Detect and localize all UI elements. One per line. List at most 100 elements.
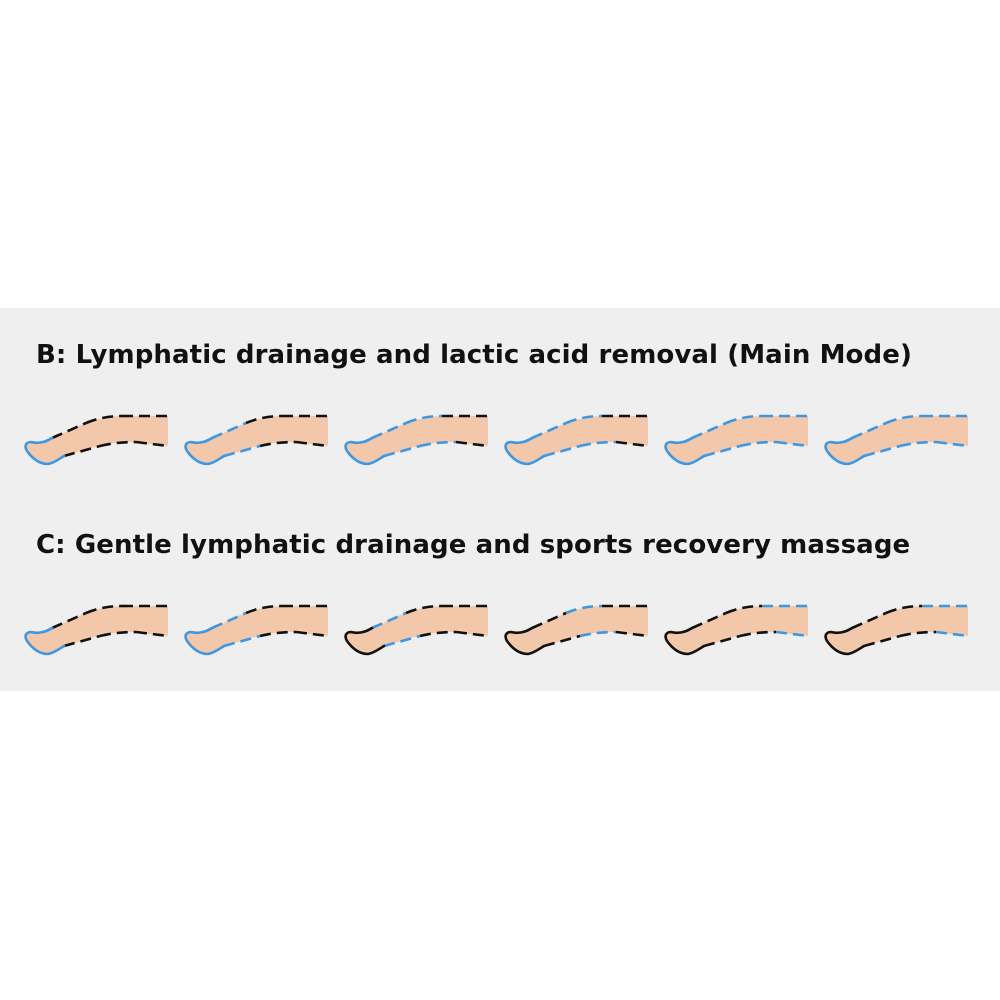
foot-chamber (664, 626, 706, 656)
leg-silhouette (344, 416, 488, 464)
lower-leg-chamber-top (211, 421, 247, 440)
foot-chamber (504, 436, 546, 466)
leg-icon (504, 414, 649, 466)
leg-icon (24, 604, 169, 656)
leg-icon (824, 414, 969, 466)
leg-icon (824, 604, 969, 656)
mode-b-sequence (22, 408, 982, 468)
knee-chamber-top (885, 604, 923, 615)
leg-step-1 (22, 598, 174, 658)
knee-chamber-bottom (99, 630, 137, 638)
thigh-chamber-bottom (135, 440, 169, 448)
lower-leg-chamber-bottom (223, 444, 261, 458)
foot-chamber (344, 436, 386, 466)
leg-silhouette (504, 606, 648, 654)
lower-leg-chamber-top (851, 611, 887, 630)
knee-chamber-top (885, 414, 923, 425)
leg-step-6 (822, 598, 974, 658)
foot-chamber (824, 626, 866, 656)
leg-icon (24, 414, 169, 466)
leg-icon (344, 414, 489, 466)
lower-leg-chamber-bottom (383, 444, 421, 458)
thigh-chamber-bottom (295, 630, 329, 638)
thigh-chamber-bottom (615, 630, 649, 638)
knee-chamber-bottom (259, 440, 297, 448)
knee-chamber-top (565, 604, 603, 615)
mode-b-title: B: Lymphatic drainage and lactic acid re… (36, 340, 912, 370)
lower-leg-chamber-top (851, 421, 887, 440)
thigh-chamber-bottom (135, 630, 169, 638)
leg-step-5 (662, 598, 814, 658)
thigh-chamber-bottom (775, 630, 809, 638)
foot-chamber (24, 626, 66, 656)
foot-chamber (504, 626, 546, 656)
mode-c-sequence (22, 598, 982, 658)
leg-icon (664, 604, 809, 656)
foot-chamber (824, 436, 866, 466)
foot-chamber (664, 436, 706, 466)
lower-leg-chamber-top (371, 611, 407, 630)
lower-leg-chamber-bottom (223, 634, 261, 648)
foot-chamber (344, 626, 386, 656)
leg-silhouette (24, 606, 169, 654)
knee-chamber-top (725, 414, 763, 425)
leg-silhouette (504, 416, 648, 464)
massage-modes-panel: B: Lymphatic drainage and lactic acid re… (0, 308, 1000, 691)
leg-silhouette (824, 606, 968, 654)
lower-leg-chamber-top (371, 421, 407, 440)
lower-leg-chamber-top (531, 421, 567, 440)
lower-leg-chamber-top (211, 611, 247, 630)
knee-chamber-bottom (739, 630, 777, 638)
knee-chamber-top (85, 414, 123, 425)
leg-step-5 (662, 408, 814, 468)
leg-step-3 (342, 598, 494, 658)
leg-silhouette (24, 416, 169, 464)
lower-leg-chamber-bottom (383, 634, 421, 648)
thigh-chamber-bottom (295, 440, 329, 448)
leg-step-4 (502, 598, 654, 658)
knee-chamber-top (245, 604, 283, 615)
lower-leg-chamber-top (691, 611, 727, 630)
knee-chamber-bottom (419, 630, 457, 638)
thigh-chamber-bottom (455, 440, 489, 448)
knee-chamber-top (245, 414, 283, 425)
lower-leg-chamber-top (51, 421, 87, 440)
leg-silhouette (664, 606, 808, 654)
lower-leg-chamber-bottom (543, 634, 581, 648)
leg-step-4 (502, 408, 654, 468)
knee-chamber-bottom (739, 440, 777, 448)
lower-leg-chamber-bottom (863, 444, 901, 458)
thigh-chamber-bottom (775, 440, 809, 448)
knee-chamber-bottom (419, 440, 457, 448)
leg-silhouette (664, 416, 808, 464)
leg-silhouette (344, 606, 488, 654)
lower-leg-chamber-bottom (703, 444, 741, 458)
lower-leg-chamber-bottom (703, 634, 741, 648)
foot-chamber (24, 436, 66, 466)
knee-chamber-bottom (579, 440, 617, 448)
leg-icon (184, 604, 329, 656)
thigh-chamber-bottom (455, 630, 489, 638)
knee-chamber-bottom (899, 440, 937, 448)
thigh-chamber-bottom (935, 630, 969, 638)
lower-leg-chamber-top (51, 611, 87, 630)
lower-leg-chamber-top (531, 611, 567, 630)
leg-step-2 (182, 408, 334, 468)
leg-silhouette (184, 606, 328, 654)
leg-step-1 (22, 408, 174, 468)
lower-leg-chamber-bottom (63, 444, 101, 458)
knee-chamber-top (405, 414, 443, 425)
leg-step-6 (822, 408, 974, 468)
knee-chamber-bottom (99, 440, 137, 448)
knee-chamber-top (725, 604, 763, 615)
leg-icon (504, 604, 649, 656)
leg-icon (664, 414, 809, 466)
foot-chamber (184, 436, 226, 466)
lower-leg-chamber-bottom (63, 634, 101, 648)
thigh-chamber-bottom (935, 440, 969, 448)
foot-chamber (184, 626, 226, 656)
leg-icon (344, 604, 489, 656)
leg-icon (184, 414, 329, 466)
thigh-chamber-bottom (615, 440, 649, 448)
knee-chamber-top (85, 604, 123, 615)
